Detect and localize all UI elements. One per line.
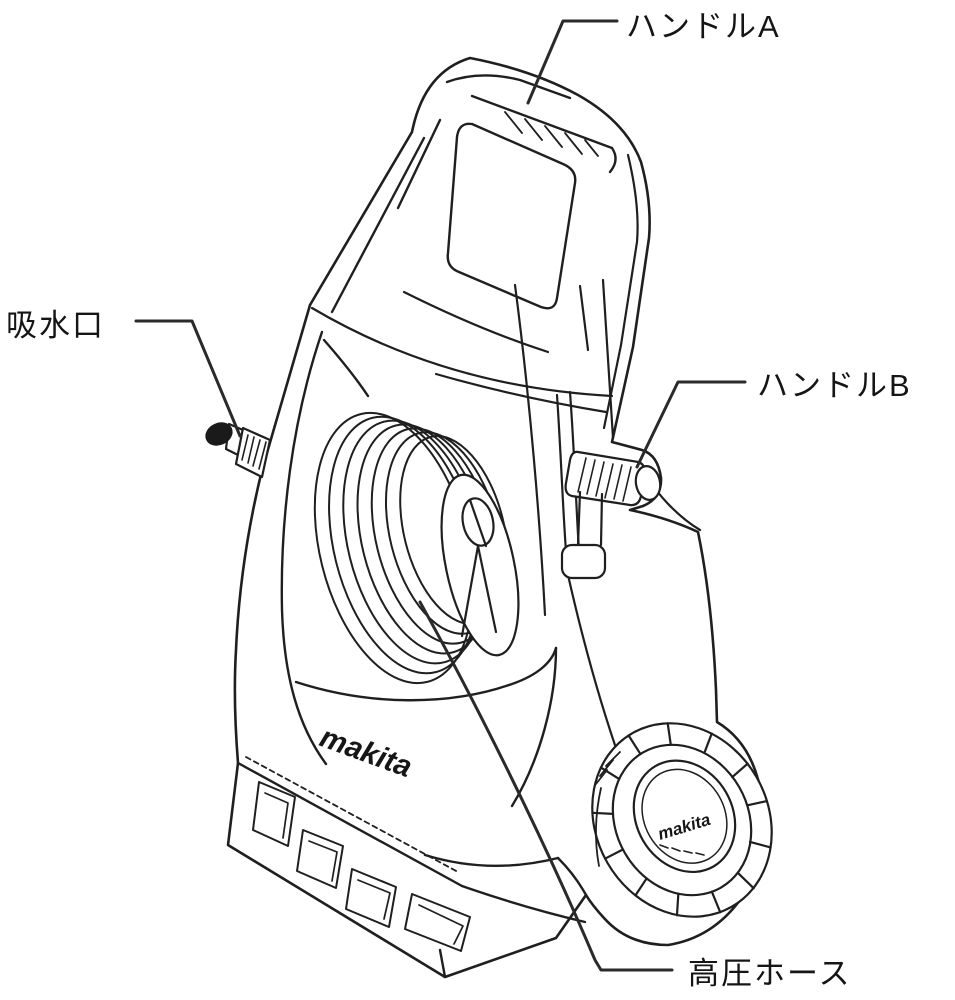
leader-line-handle-b <box>635 380 747 469</box>
handle-a-part <box>330 74 617 314</box>
leader-line-water-inlet <box>134 319 242 438</box>
handle-a-opening <box>446 122 577 310</box>
handle-b-knurling <box>577 457 632 502</box>
base <box>236 756 588 979</box>
dial-knob <box>591 722 773 918</box>
base-vents <box>252 781 471 952</box>
leader-line-handle-a <box>526 19 619 105</box>
knob-mount-hatching <box>595 751 621 867</box>
water-inlet-part <box>205 422 272 479</box>
hose-reel-hub <box>440 473 520 657</box>
label-handle-a: ハンドルA <box>626 9 781 44</box>
handle-a-grip-shading <box>504 111 599 157</box>
knob-face-ticks <box>659 844 705 856</box>
label-water-inlet: 吸水口 <box>6 308 105 343</box>
handle-b-part <box>560 450 662 580</box>
front-frame <box>280 330 558 808</box>
leader-line-high-pressure-hose <box>418 600 674 972</box>
label-high-pressure-hose: 高圧ホース <box>688 956 851 991</box>
label-handle-b: ハンドルB <box>757 368 912 403</box>
inlet-knurling <box>241 434 267 470</box>
